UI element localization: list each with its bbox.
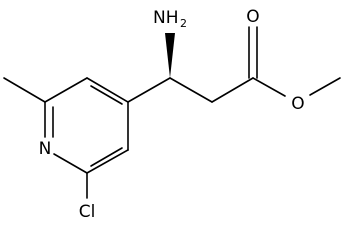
chlorine-label: Cl — [79, 202, 96, 222]
bond-c5-c4-inner — [90, 85, 123, 105]
bond-c5-c4 — [86, 77, 129, 103]
bond-c4-stereocenter — [127, 77, 171, 103]
bond-ch2-carbonyl — [211, 77, 254, 103]
amine-label: NH — [153, 8, 179, 28]
pyridine-nitrogen-label: N — [39, 139, 52, 159]
ester-oxygen-label: O — [291, 94, 304, 114]
bond-c6-methyl — [3, 77, 46, 103]
bond-c3-c2 — [86, 149, 129, 174]
amine-subscript: 2 — [180, 17, 187, 30]
carbonyl-oxygen-label: O — [246, 7, 259, 27]
bond-c3-c2-inner — [90, 147, 123, 167]
bond-c6-c5 — [44, 77, 88, 103]
bond-c2-n1 — [53, 153, 88, 174]
bond-stereocenter-ch2 — [169, 77, 213, 103]
bond-carbonyl-ester-oxygen — [252, 77, 286, 97]
wedge-bond-amine — [165, 33, 175, 78]
molecule-structure: NH 2 O O N Cl — [3, 7, 341, 222]
bond-ester-oxygen-methyl — [309, 77, 341, 96]
